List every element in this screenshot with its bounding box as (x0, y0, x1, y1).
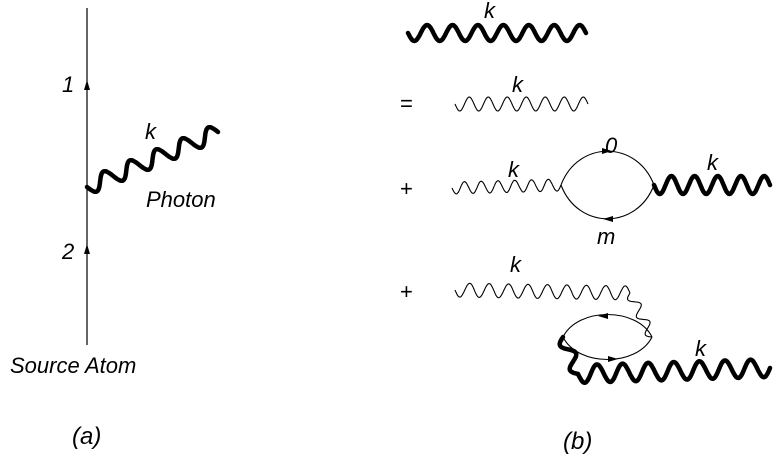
bare-photon-propagator (454, 96, 589, 112)
reversed-loop-photon-bend (626, 292, 653, 338)
plus-sign-1: + (400, 176, 413, 201)
photon-momentum-label: k (145, 119, 157, 144)
plus-sign-2: + (400, 279, 413, 304)
state-1-label: 1 (62, 72, 74, 97)
reversed-loop-outgoing-dressed-photon (575, 357, 773, 386)
panel-a: 1 2 k Photon Source Atom (a) (10, 8, 221, 450)
loop-outgoing-momentum-label: k (707, 150, 719, 175)
bare-momentum-label: k (512, 72, 524, 97)
dressed-momentum-label: k (484, 0, 496, 23)
lower-state-arrow (84, 244, 90, 254)
panel-b: k = k + k 0 m k + k k (b) (400, 0, 773, 455)
reversed-loop-lower-propagator (562, 336, 653, 361)
dressed-photon-propagator (405, 22, 589, 44)
loop-state-m-label: m (597, 224, 615, 249)
reversed-loop-lower-arrow (608, 356, 618, 362)
upper-state-arrow (84, 80, 90, 90)
loop-state-0-label: 0 (605, 133, 618, 158)
reversed-loop-outgoing-momentum-label: k (695, 336, 707, 361)
loop-lower-arrow (603, 216, 613, 222)
reversed-loop-dressed-bend (557, 334, 581, 377)
reversed-loop-incoming-momentum-label: k (510, 252, 522, 277)
loop-incoming-momentum-label: k (508, 157, 520, 182)
panel-b-caption: (b) (563, 428, 592, 455)
emitted-photon-line (84, 124, 221, 195)
source-atom-label: Source Atom (10, 353, 136, 378)
reversed-loop-incoming-photon (454, 282, 631, 301)
state-2-label: 2 (61, 239, 74, 264)
loop-outgoing-dressed-photon (651, 173, 773, 197)
panel-a-caption: (a) (72, 423, 101, 450)
equals-sign: = (400, 91, 413, 116)
reversed-loop-upper-arrow (598, 313, 608, 319)
loop-lower-propagator (560, 184, 655, 220)
photon-label: Photon (146, 187, 216, 212)
loop-upper-arrow (602, 148, 612, 154)
loop-incoming-photon (451, 178, 562, 195)
